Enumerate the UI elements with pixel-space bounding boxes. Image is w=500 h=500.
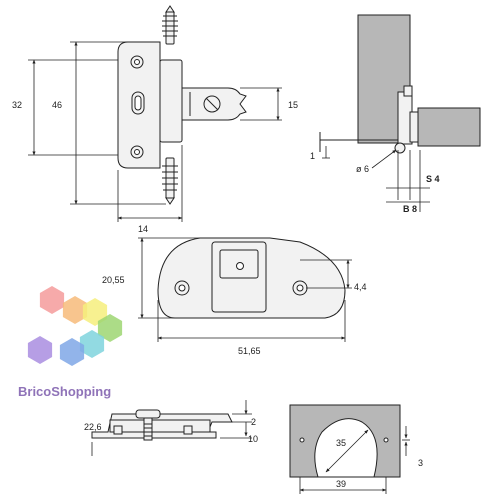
dim-width: 14	[138, 224, 148, 234]
hinge-top-view	[117, 5, 247, 205]
door-panel	[417, 107, 481, 147]
dim-arm-height: 15	[288, 100, 298, 110]
dim-cup-diameter: 35	[336, 438, 346, 448]
dim-height-outer: 32	[12, 100, 22, 110]
cup-dimensions	[299, 426, 410, 494]
brand-name: BricoShopping	[18, 384, 111, 399]
plate-screw-head	[135, 409, 161, 419]
dim-thickness-b: 10	[248, 434, 258, 444]
brand-hexagon	[59, 338, 85, 366]
brand-hexagon-logo	[27, 286, 123, 366]
dim-hole-offset: 4,4	[354, 282, 367, 292]
mounting-plate	[157, 237, 346, 319]
hinge-pin	[394, 142, 406, 154]
hinge-knuckle	[159, 59, 183, 143]
plate-side-view	[91, 409, 233, 441]
dim-b: B 8	[403, 204, 417, 214]
mount-dimensions	[322, 146, 430, 212]
plate-dimensions	[138, 237, 352, 342]
dim-cup-edge: 3	[418, 458, 423, 468]
dim-plate-length: 51,65	[238, 346, 261, 356]
brand-hexagon	[27, 336, 53, 364]
hinge-dimensions	[28, 41, 282, 222]
plate-screw-shank	[143, 417, 153, 441]
brand-hexagon	[39, 286, 65, 314]
dim-cup-width: 39	[336, 479, 346, 489]
dim-pin-diameter: ø 6	[356, 164, 369, 174]
top-pin	[162, 5, 178, 45]
brand-hexagon	[62, 296, 88, 324]
side-plate-dimensions	[91, 400, 252, 456]
brand-hexagon	[97, 314, 123, 342]
brand-hexagon	[79, 330, 105, 358]
brand-hexagon	[82, 298, 108, 326]
mount-side-view	[319, 14, 481, 154]
dim-overlap: 1	[310, 151, 315, 161]
bottom-pin	[162, 157, 178, 205]
dim-height-inner: 46	[52, 100, 62, 110]
dim-thickness-a: 2	[251, 417, 256, 427]
dim-s: S 4	[426, 174, 440, 184]
dim-plate-height: 20,55	[102, 275, 125, 285]
dim-side-height: 22,6	[84, 422, 102, 432]
